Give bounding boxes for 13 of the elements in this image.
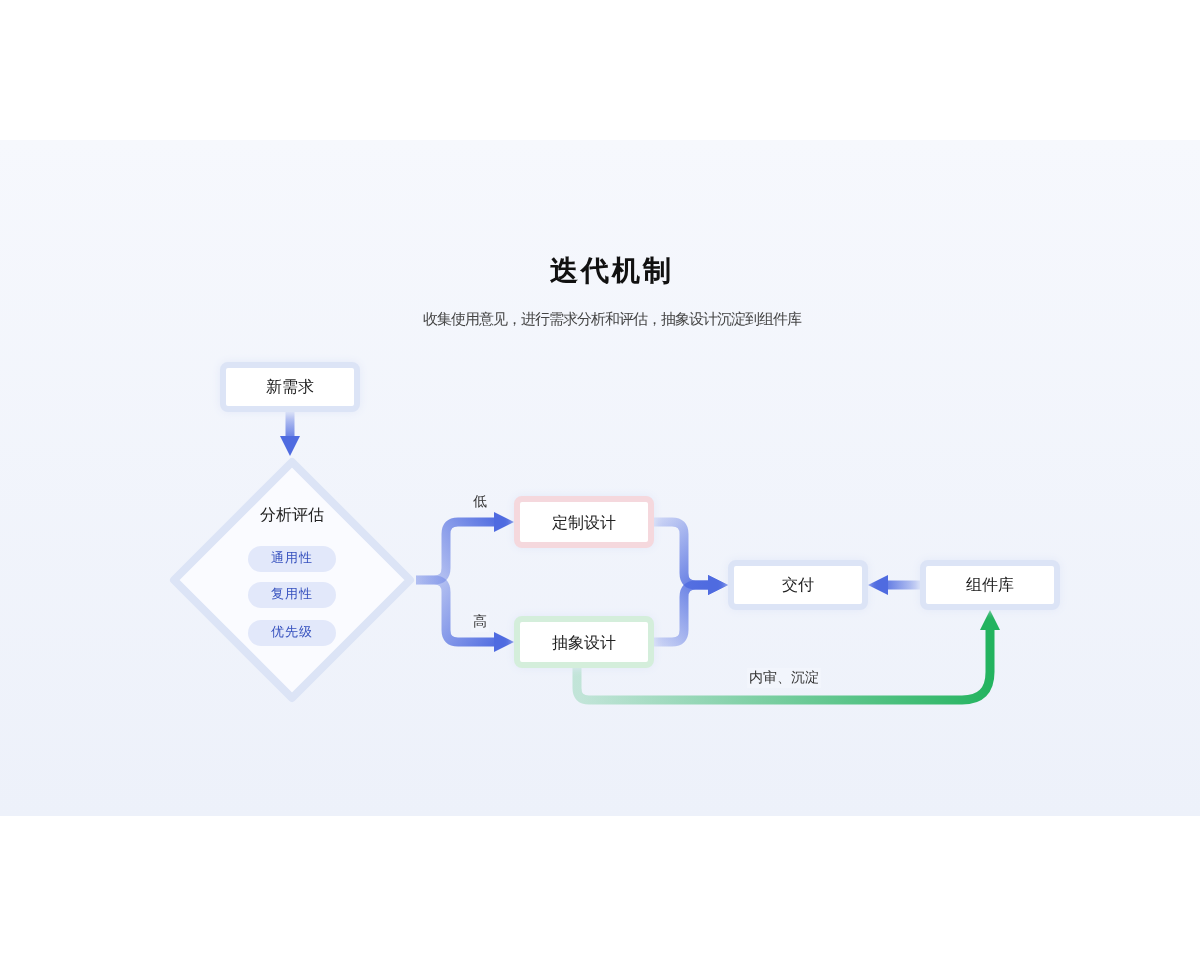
arrow <box>416 575 514 652</box>
arrow <box>572 610 1000 705</box>
arrow <box>654 575 728 647</box>
process-box: 交付 <box>728 560 868 610</box>
process-box: 新需求 <box>220 362 360 412</box>
process-box: 定制设计 <box>514 496 654 548</box>
decision-diamond <box>168 456 416 704</box>
process-box: 组件库 <box>920 560 1060 610</box>
title: 迭代机制 <box>550 254 674 290</box>
process-box: 抽象设计 <box>514 616 654 668</box>
arrow <box>280 412 300 456</box>
arrow <box>868 575 920 595</box>
diamond-heading: 分析评估 <box>260 504 324 526</box>
